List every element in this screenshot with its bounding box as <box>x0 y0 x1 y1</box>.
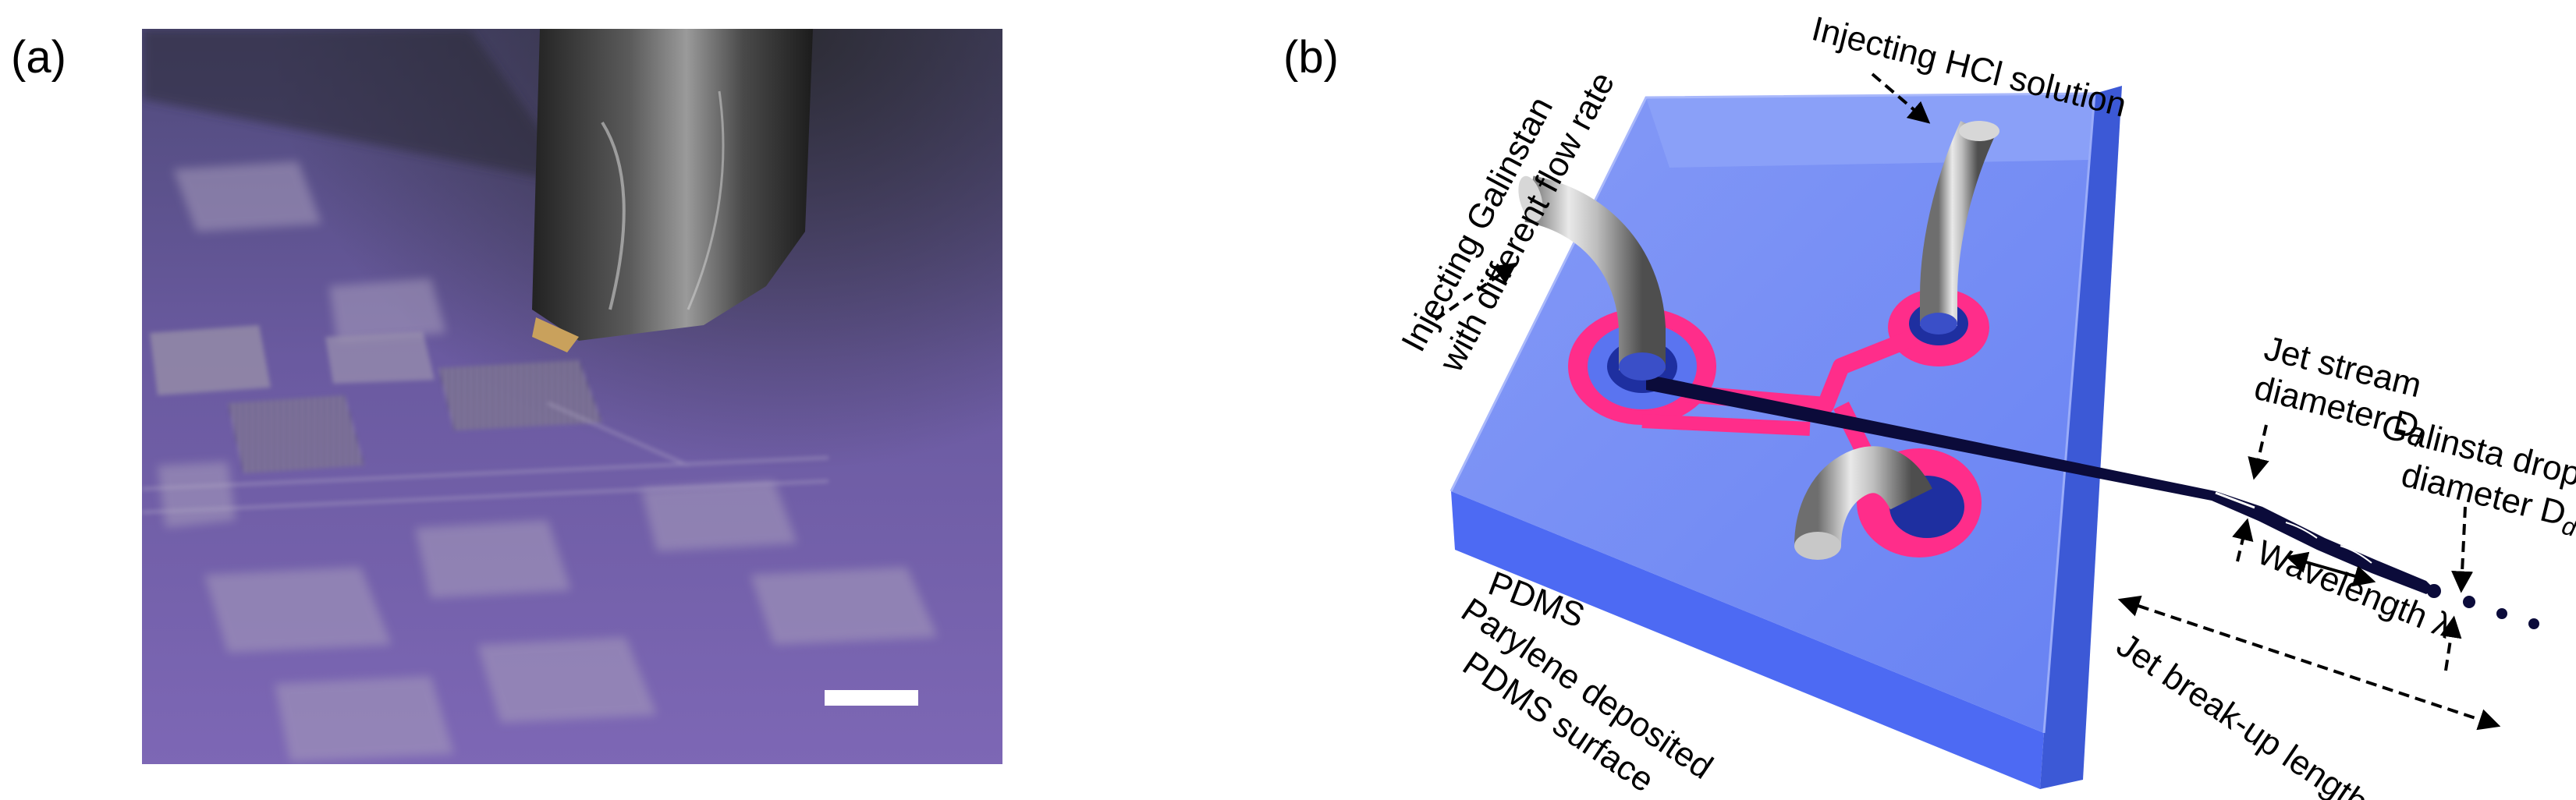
arrow-droplet-top <box>2451 506 2474 593</box>
arrow-jet-top <box>2248 424 2269 480</box>
annotation-arrows <box>1434 73 2501 731</box>
droplet <box>2463 596 2475 608</box>
inlet-tube-galinstan <box>1518 175 1666 381</box>
outlet-tube <box>1794 446 1932 560</box>
schematic-drawing: Injecting HCl solution Injecting Galinst… <box>1394 9 2576 800</box>
microfluidic-schematic: Injecting HCl solution Injecting Galinst… <box>1279 0 2576 800</box>
panel-label-b: (b) <box>1283 32 1339 83</box>
inlet-tube-hcl <box>1920 121 1999 335</box>
droplet <box>2496 608 2507 619</box>
label-droplet-diameter: Galinsta droplet diameter Dd <box>2378 407 2576 542</box>
panel-label-a: (a) <box>11 32 66 83</box>
arrow-hcl <box>1871 73 1931 124</box>
arrow-wavelength <box>2285 551 2376 587</box>
droplet <box>2528 618 2539 629</box>
scale-bar <box>825 690 918 706</box>
micrograph-photo <box>142 29 1002 764</box>
probe-tip <box>532 29 813 352</box>
label-breakup: Jet break-up length <box>2109 626 2375 800</box>
micrograph-image <box>142 29 1002 764</box>
arrow-breakup <box>2117 595 2501 731</box>
arrow-galinstan <box>1434 262 1517 321</box>
arrow-jet-bottom <box>2232 518 2254 562</box>
